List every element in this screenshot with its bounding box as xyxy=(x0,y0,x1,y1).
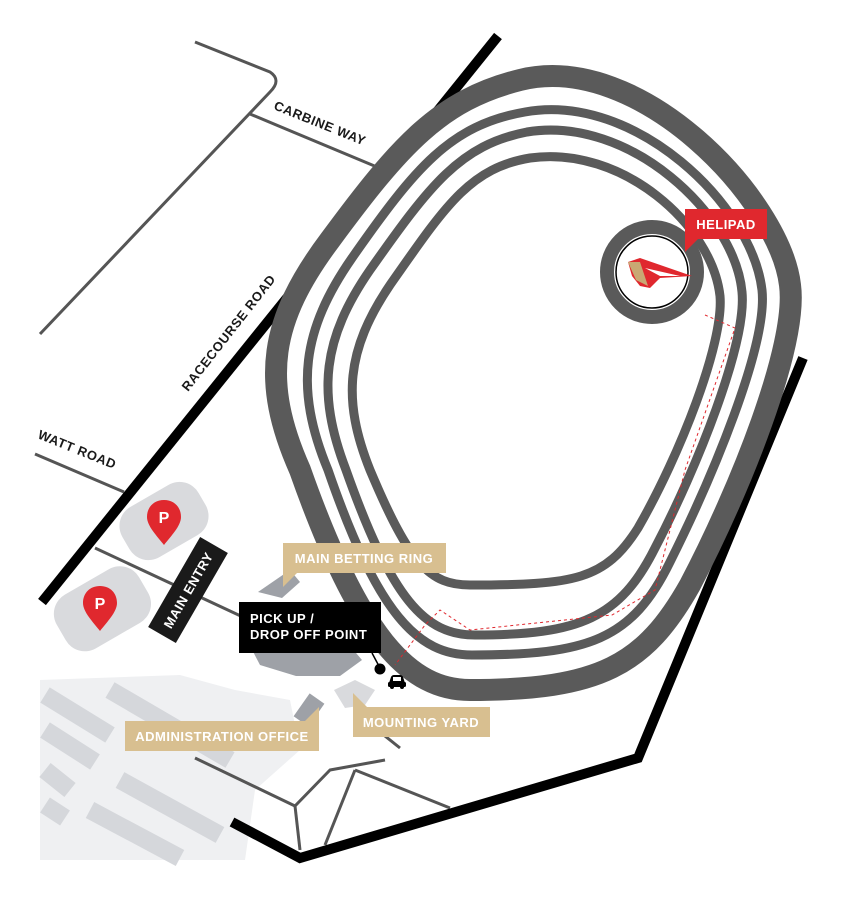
perimeter-road xyxy=(229,356,808,864)
track-outer xyxy=(265,65,802,701)
racetrack xyxy=(265,65,802,701)
parking-pin-icon[interactable]: P xyxy=(83,586,117,631)
helipad-tag[interactable]: HELIPAD xyxy=(685,209,767,252)
parking-symbol: P xyxy=(159,510,170,527)
track-inner xyxy=(347,152,725,590)
car-icon xyxy=(388,675,406,689)
administration-building xyxy=(293,693,325,727)
parking-pin-icon[interactable]: P xyxy=(147,500,181,545)
parking-symbol: P xyxy=(95,596,106,613)
helicopter-icon xyxy=(628,258,692,288)
watt-road-label: WATT ROAD xyxy=(36,427,119,472)
main-betting-ring-tag[interactable]: MAIN BETTING RING xyxy=(283,543,446,587)
main-betting-ring-label: MAIN BETTING RING xyxy=(295,551,434,566)
minor-roads xyxy=(34,40,451,851)
mounting-yard-tag[interactable]: MOUNTING YARD xyxy=(353,693,490,737)
administration-office-tag[interactable]: ADMINISTRATION OFFICE xyxy=(125,707,319,751)
track-rail-3 xyxy=(323,125,747,640)
pick-up-drop-off-tag[interactable]: PICK UP / DROP OFF POINT xyxy=(239,602,386,675)
mounting-yard-label: MOUNTING YARD xyxy=(363,715,479,730)
helipad-label: HELIPAD xyxy=(696,217,756,232)
pick-up-label-line2: DROP OFF POINT xyxy=(250,627,367,642)
carbine-way-label: CARBINE WAY xyxy=(272,98,368,149)
helicopter-route xyxy=(394,314,736,666)
track-rail-2 xyxy=(302,105,767,660)
pick-up-label-line1: PICK UP / xyxy=(250,611,314,626)
mounting-yard-area xyxy=(334,680,375,708)
administration-office-label: ADMINISTRATION OFFICE xyxy=(135,729,308,744)
